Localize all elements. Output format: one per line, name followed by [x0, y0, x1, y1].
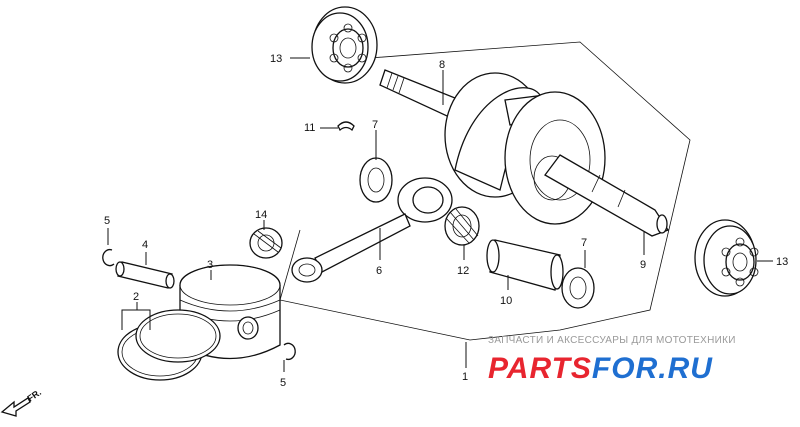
- label-4: 4: [142, 239, 148, 251]
- crank-pin-10: [486, 239, 564, 291]
- label-2: 2: [133, 291, 139, 303]
- key-11: [337, 121, 355, 132]
- label-5-left: 5: [104, 215, 110, 227]
- watermark-brand: PARTSFOR.RU: [488, 352, 713, 385]
- label-12: 12: [457, 265, 469, 277]
- label-11: 11: [304, 122, 315, 134]
- piston-pin-4: [115, 261, 175, 289]
- watermark-brand-blue: FOR.RU: [592, 352, 713, 385]
- label-7-upper: 7: [372, 119, 378, 131]
- needle-bearing-14: [249, 227, 283, 259]
- bearing-13-top: [311, 6, 378, 84]
- label-7-lower: 7: [581, 237, 587, 249]
- piston-rings-2: [117, 309, 221, 381]
- connecting-rod-6: [291, 177, 453, 283]
- callout-labels: 13 11 7 8 6 14 4 5 3 2 12 10 7 9 13 1 5: [104, 53, 788, 389]
- label-14: 14: [255, 209, 267, 221]
- label-3: 3: [207, 259, 213, 271]
- washer-7-lower: [561, 267, 595, 309]
- front-direction-arrow: FR.: [0, 387, 43, 417]
- label-6: 6: [376, 265, 382, 277]
- label-9: 9: [640, 259, 646, 271]
- needle-bearing-12: [444, 206, 480, 246]
- leader-lines: [107, 57, 773, 372]
- watermark: ЗАПЧАСТИ И АКСЕССУАРЫ ДЛЯ МОТОТЕХНИКИ PA…: [488, 335, 736, 385]
- label-8: 8: [439, 59, 445, 71]
- watermark-caption: ЗАПЧАСТИ И АКСЕССУАРЫ ДЛЯ МОТОТЕХНИКИ: [488, 335, 736, 346]
- label-1: 1: [462, 371, 468, 383]
- washer-7-upper: [359, 157, 393, 203]
- clip-5-right: [283, 342, 296, 361]
- label-10: 10: [500, 295, 512, 307]
- crankshaft: [379, 69, 669, 237]
- clip-5-left: [102, 248, 115, 267]
- bearing-13-right: [694, 219, 759, 297]
- label-13-top: 13: [270, 53, 282, 65]
- assembly-outline: [279, 41, 691, 341]
- watermark-brand-red: PARTS: [488, 352, 592, 385]
- label-5-right: 5: [280, 377, 286, 389]
- label-13-right: 13: [776, 256, 788, 268]
